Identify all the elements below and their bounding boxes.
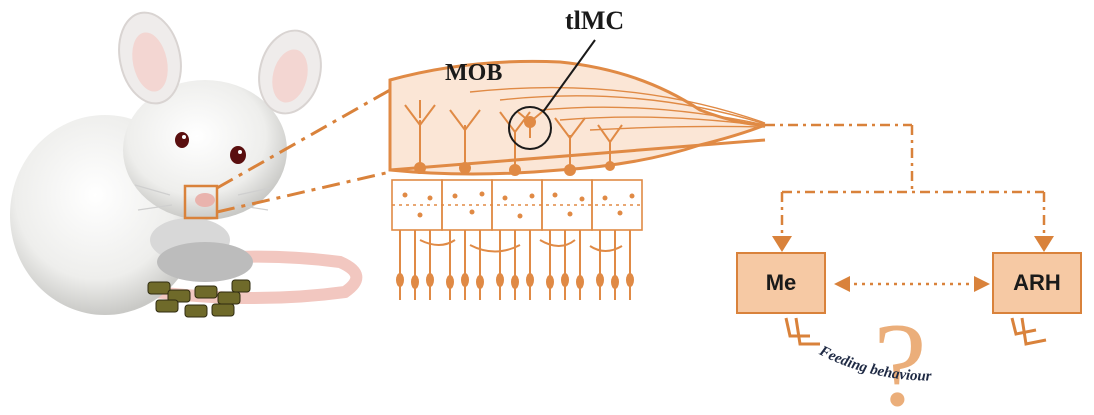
arh-label: ARH: [1013, 270, 1061, 296]
mob-label: MOB: [445, 60, 502, 87]
arh-box: ARH: [992, 252, 1082, 314]
bulb-output-connector: [765, 125, 1044, 238]
me-arh-link: [834, 276, 990, 292]
question-mark: ?: [873, 298, 926, 415]
arrowheads: [772, 236, 1054, 252]
me-label: Me: [766, 270, 797, 296]
tlmc-label: tlMC: [565, 6, 624, 36]
olfactory-bulb-illustration: [390, 61, 765, 300]
mouse-image: [10, 7, 356, 317]
me-box: Me: [736, 252, 826, 314]
